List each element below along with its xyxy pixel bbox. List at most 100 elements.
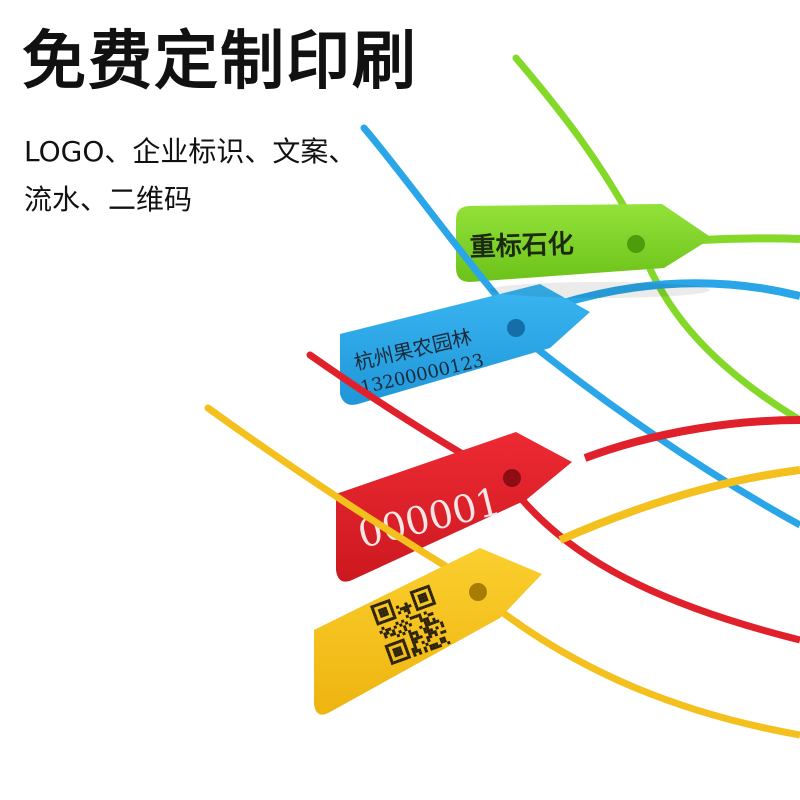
qr-module — [425, 626, 430, 631]
qr-module — [395, 649, 400, 654]
qr-module — [381, 610, 386, 615]
qr-module — [438, 643, 443, 648]
qr-module — [385, 612, 390, 616]
qr-module — [423, 620, 428, 625]
qr-module — [410, 593, 415, 598]
qr-module — [423, 585, 428, 590]
qr-module — [415, 633, 420, 637]
qr-module — [384, 644, 389, 649]
qr-module — [425, 642, 429, 647]
qr-module — [427, 622, 432, 627]
qr-module — [434, 632, 439, 637]
qr-module — [422, 598, 426, 603]
qr-module — [417, 587, 422, 592]
qr-module — [402, 605, 407, 610]
qr-module — [426, 638, 431, 643]
qr-module — [407, 603, 412, 608]
qr-module — [429, 602, 434, 607]
qr-module — [387, 643, 392, 648]
qr-module — [427, 587, 432, 592]
qr-module — [390, 616, 395, 621]
tag-shadows — [490, 282, 710, 298]
qr-module — [435, 625, 439, 630]
qr-module — [424, 649, 429, 653]
qr-module — [384, 609, 389, 614]
qr-module — [414, 649, 419, 654]
green-tag-body — [456, 204, 712, 282]
qr-module — [435, 619, 440, 624]
qr-module — [384, 599, 388, 604]
qr-module — [372, 603, 377, 608]
qr-module — [402, 631, 406, 636]
qr-module — [388, 655, 393, 660]
qr-module — [429, 646, 434, 651]
qr-module — [428, 590, 433, 594]
qr-module — [440, 623, 445, 628]
qr-module — [439, 637, 444, 642]
qr-module — [388, 604, 393, 609]
qr-module — [439, 621, 444, 625]
qr-module — [443, 639, 447, 643]
qr-module — [380, 607, 385, 612]
yellow-strap-end — [558, 466, 800, 544]
qr-module — [379, 614, 384, 619]
qr-module — [392, 641, 397, 646]
qr-module — [396, 652, 401, 657]
qr-module — [429, 592, 434, 597]
qr-module — [425, 635, 430, 640]
qr-module — [435, 644, 440, 649]
qr-module — [407, 629, 412, 634]
qr-module — [430, 595, 435, 600]
qr-module — [378, 611, 383, 616]
qr-module — [433, 620, 437, 625]
blue-seal: 杭州果农园林 13200000123 — [340, 124, 800, 529]
qr-module — [421, 640, 426, 645]
qr-module — [418, 606, 423, 611]
qr-module — [419, 634, 424, 639]
qr-module — [403, 643, 408, 648]
qr-module — [422, 592, 427, 596]
qr-module — [415, 607, 420, 612]
blue-strap-tail — [360, 124, 504, 304]
qr-module — [381, 626, 385, 631]
qr-module — [399, 651, 404, 656]
qr-module — [409, 616, 414, 621]
qr-module — [418, 597, 423, 601]
qr-module — [418, 625, 423, 630]
qr-module — [375, 619, 379, 623]
qr-module — [409, 590, 414, 595]
qr-module — [427, 631, 432, 636]
qr-module — [429, 611, 434, 616]
qr-module — [398, 639, 403, 644]
qr-module — [401, 657, 406, 662]
qr-module — [404, 602, 408, 606]
qr-module — [412, 650, 416, 655]
green-strap-loop — [636, 241, 800, 424]
yellow-seal — [204, 404, 800, 739]
qr-module — [386, 650, 391, 654]
qr-module — [404, 621, 409, 625]
qr-module — [430, 621, 435, 626]
qr-module — [408, 622, 413, 627]
qr-module — [398, 648, 403, 653]
qr-module — [413, 601, 418, 606]
qr-module — [413, 653, 417, 657]
qr-module — [398, 658, 403, 663]
qr-module — [430, 630, 435, 635]
qr-module — [424, 623, 429, 628]
qr-module — [370, 604, 374, 609]
qr-module — [393, 615, 397, 620]
qr-module — [414, 614, 419, 619]
qr-module — [386, 598, 391, 603]
qr-module — [383, 606, 388, 611]
qr-module — [385, 647, 390, 652]
qr-module — [419, 599, 424, 604]
qr-module — [407, 610, 412, 615]
qr-module — [394, 653, 398, 658]
qr-module — [446, 640, 451, 645]
qr-module — [432, 645, 437, 650]
qr-module — [377, 608, 382, 613]
qr-module — [406, 607, 410, 612]
qr-module — [390, 642, 394, 647]
